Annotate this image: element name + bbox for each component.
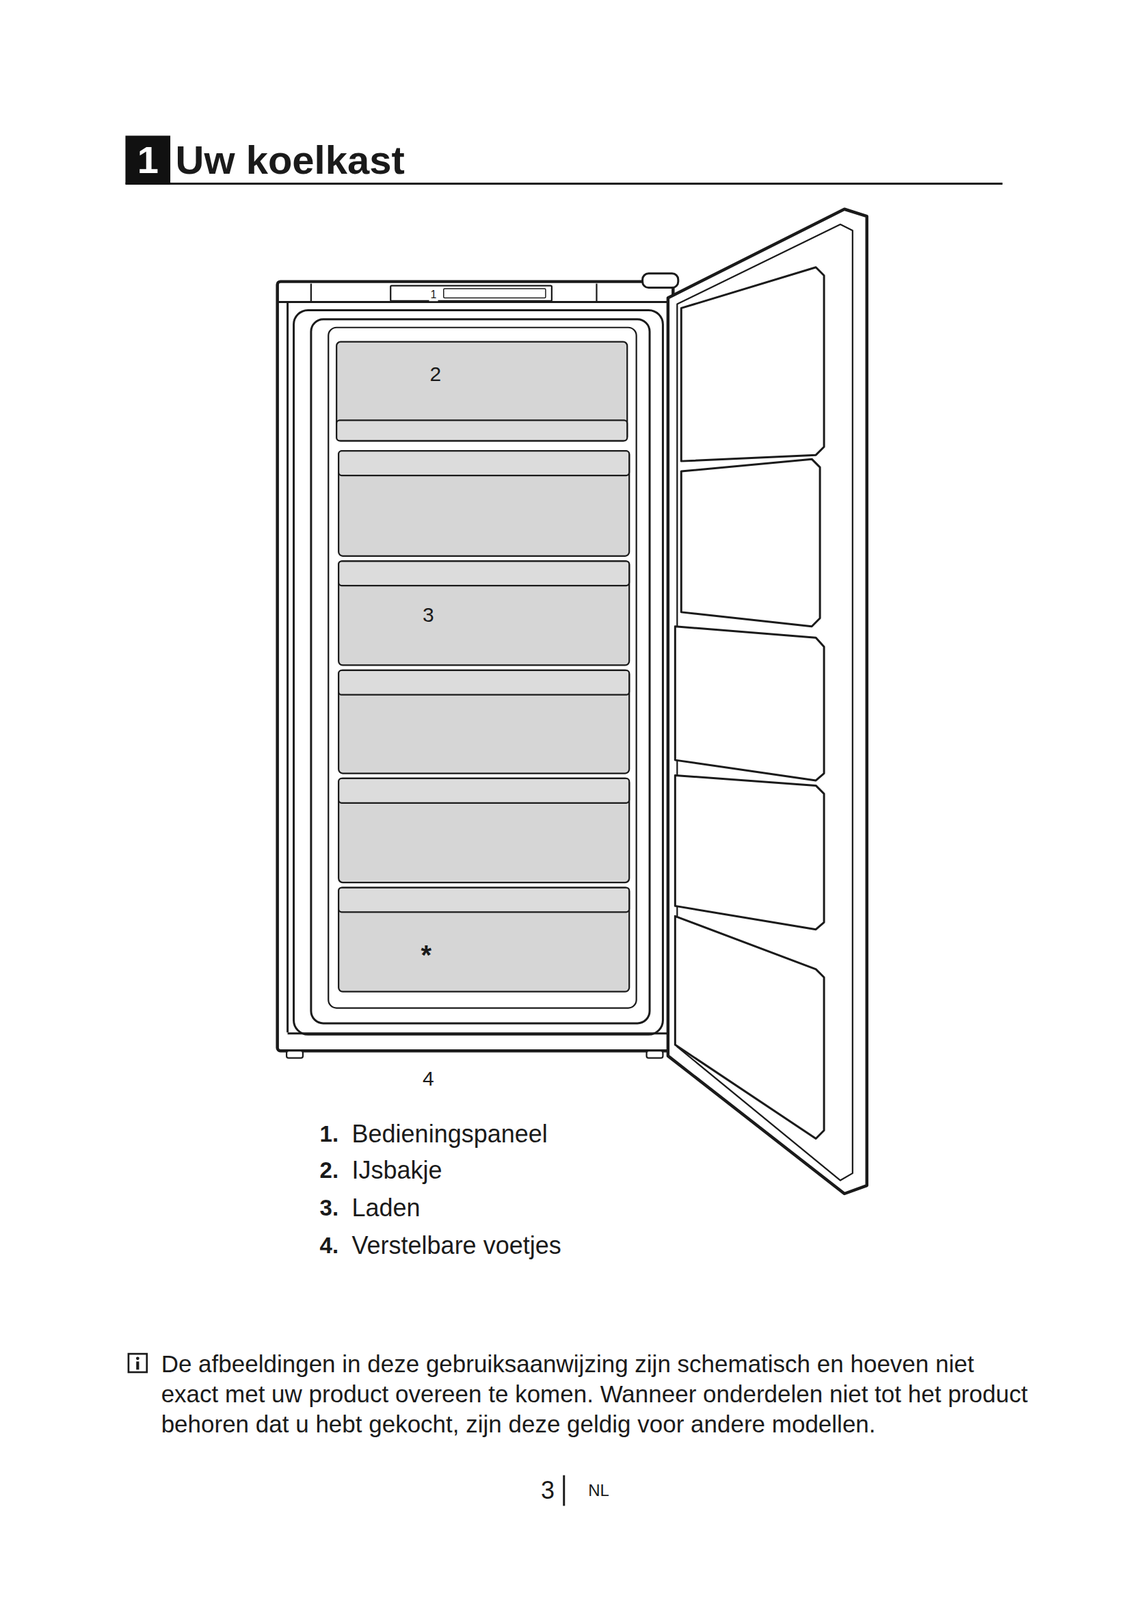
door-bin <box>674 774 824 929</box>
drawer-lip <box>338 887 630 913</box>
ice-tray-lip <box>336 419 628 441</box>
callout-number: 1 <box>428 288 438 301</box>
heading-number: 1 <box>137 138 159 182</box>
drawer <box>338 670 630 774</box>
cabinet-side <box>286 301 289 1032</box>
info-icon-stem <box>136 1360 139 1369</box>
drawer <box>338 778 630 883</box>
adjustable-foot <box>286 1050 303 1058</box>
list-number: 3. <box>320 1195 340 1220</box>
drawer <box>338 560 630 665</box>
drawer-lip <box>338 560 630 586</box>
drawer-lip <box>338 450 630 476</box>
part-name: Verstelbare voetjes <box>352 1231 562 1259</box>
control-display <box>443 288 546 298</box>
ice-tray <box>336 341 628 442</box>
compartment <box>328 327 636 1008</box>
drawer-lip <box>338 670 630 695</box>
list-number: 2. <box>320 1157 340 1183</box>
door-bin <box>681 458 820 627</box>
door <box>668 209 868 1194</box>
door-bin <box>681 267 824 461</box>
part-name: Bedieningspaneel <box>352 1120 548 1149</box>
info-icon <box>128 1353 148 1372</box>
top-strip-divider <box>595 283 597 303</box>
language-code: NL <box>588 1481 610 1499</box>
callout-number: 4 <box>422 1066 435 1090</box>
heading-rule <box>125 182 1003 185</box>
part-name: IJsbakje <box>352 1156 443 1184</box>
drawer <box>338 887 630 992</box>
list-number: 4. <box>320 1232 340 1258</box>
door-bin <box>674 915 824 1138</box>
page-bar <box>562 1474 565 1506</box>
liner <box>311 319 650 1023</box>
door-hinge <box>642 273 679 288</box>
part-name: Laden <box>352 1193 421 1222</box>
info-icon-dot <box>136 1355 140 1360</box>
heading-box <box>125 135 171 184</box>
control-panel <box>390 285 552 301</box>
page-number: 3 <box>540 1476 555 1504</box>
list-number: 1. <box>320 1121 340 1147</box>
adjustable-foot <box>646 1050 664 1058</box>
callout-number: * <box>421 939 433 970</box>
callout-number: 2 <box>429 361 442 385</box>
drawer-lip <box>338 778 630 803</box>
plinth <box>287 1031 674 1034</box>
door-bin <box>674 626 824 781</box>
note-text: De afbeeldingen in deze gebruiksaanwijzi… <box>161 1348 1029 1439</box>
cabinet-body <box>277 281 674 1051</box>
callout-number: 3 <box>422 602 435 625</box>
drawing <box>125 135 1003 1506</box>
heading-title: Uw koelkast <box>175 138 405 182</box>
top-strip-divider <box>310 283 312 303</box>
drawer <box>338 450 630 556</box>
liner-outer <box>294 309 664 1034</box>
